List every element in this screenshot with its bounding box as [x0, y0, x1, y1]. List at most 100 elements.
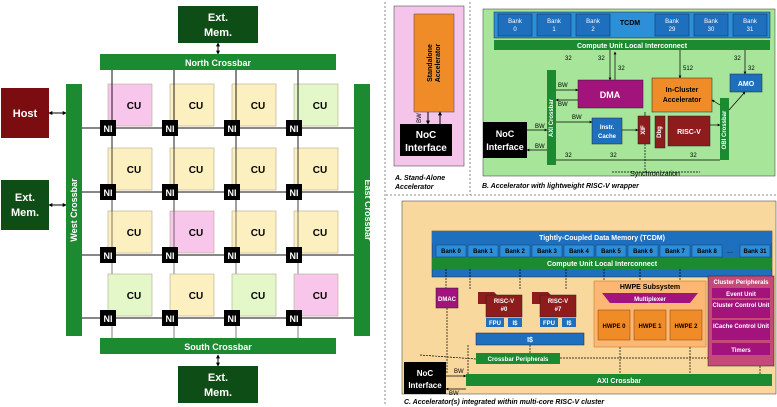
tcdm-bank-c-label: Bank 31: [743, 249, 767, 255]
tcdm-bank-c: [595, 244, 627, 258]
cu-box: [293, 210, 339, 254]
east-crossbar: [354, 84, 370, 336]
c-bw-1: BW: [454, 369, 464, 375]
ni-box: [286, 247, 302, 263]
ext-mem-top-box: [178, 6, 258, 43]
cu-label: CU: [189, 291, 203, 302]
riscv-0: [485, 294, 523, 318]
periph-timers: Timers: [731, 348, 751, 354]
tcdm-bank-b-label: Bank: [704, 19, 719, 25]
ext-mem-bottom-line1: Ext.: [208, 372, 228, 384]
tcdm-bank-b-label: Bank: [547, 19, 562, 25]
riscv-b-label: RISC-V: [677, 129, 701, 136]
cu-box: [107, 147, 153, 191]
south-crossbar: [100, 338, 336, 354]
tcdm-bank-c-label: Bank 0: [441, 249, 461, 255]
ext-mem-left-line1: Ext.: [15, 192, 35, 204]
b-w32-6: 32: [565, 153, 572, 159]
tcdm-bank-c: [659, 244, 691, 258]
axi-b-label: AXI Crossbar: [549, 98, 555, 137]
icache-0: [508, 318, 522, 327]
ni-box: [100, 247, 116, 263]
north-crossbar: [100, 54, 336, 70]
b-bw-4: BW: [535, 124, 545, 130]
cu-box: [231, 210, 277, 254]
cu-label: CU: [127, 165, 141, 176]
cu-box: [293, 83, 339, 127]
b-w32-3: 32: [734, 56, 741, 62]
tcdm-bank-c-label: Bank 1: [473, 249, 493, 255]
south-crossbar-label: South Crossbar: [184, 342, 252, 352]
obi-label: OBI Crossbar: [722, 110, 728, 149]
fpu-7: [540, 318, 558, 327]
is7-label: I$: [566, 321, 572, 327]
dbg-block: [654, 115, 666, 149]
b-bw-3: BW: [572, 115, 582, 121]
cu-label: CU: [251, 101, 265, 112]
b-bw-1: BW: [558, 83, 568, 89]
instr-cache: [591, 117, 623, 145]
ni-box: [224, 310, 240, 326]
b-w32-5: 32: [565, 56, 572, 62]
tcdm-bank-c-label: Bank 5: [601, 249, 621, 255]
panel-a-bw: BW: [417, 113, 423, 123]
hwpe-block: [669, 309, 703, 341]
noc-interface-c: [404, 362, 446, 394]
tcdm-c-title: Tightly-Coupled Data Memory (TCDM): [539, 235, 665, 242]
noc-c-line2: Interface: [408, 381, 442, 390]
ext-mem-top-line2: Mem.: [204, 27, 232, 39]
b-w32-1: 32: [598, 56, 605, 62]
west-crossbar: [66, 84, 82, 336]
incluster-line2: Accelerator: [663, 97, 702, 104]
tcdm-bank-c: [627, 244, 659, 258]
ni-label: NI: [290, 314, 299, 324]
dbg-label: Dbg: [657, 126, 663, 138]
ext-mem-bottom-line2: Mem.: [204, 387, 232, 399]
accel-line1: Standalone: [427, 44, 434, 82]
dma-block: [577, 79, 644, 109]
ext-mem-top-line1: Ext.: [208, 12, 228, 24]
cu-label: CU: [189, 101, 203, 112]
cu-label: CU: [127, 228, 141, 239]
xif-label: XIF: [641, 125, 647, 135]
tcdm-bank-c: [435, 244, 467, 258]
hwpe-block: [633, 309, 667, 341]
hwpe-label: HWPE 0: [602, 324, 626, 330]
caption-b: B. Accelerator with lightweight RISC-V w…: [482, 183, 640, 190]
cu-box: [231, 147, 277, 191]
b-w512: 512: [683, 66, 694, 72]
b-bw-2: BW: [558, 102, 568, 108]
tcdm-bank-c: [739, 244, 771, 258]
tcdm-bank-b-label: 31: [747, 27, 754, 33]
north-crossbar-label: North Crossbar: [185, 58, 252, 68]
ni-label: NI: [166, 251, 175, 261]
tcdm-bank-c-label: Bank 4: [569, 249, 589, 255]
periph-cluster-control: Cluster Control Unit: [713, 303, 770, 309]
tcdm-bank-b-label: 2: [591, 27, 595, 33]
tcdm-bank-b-label: Bank: [586, 19, 601, 25]
caption-a-line2: Accelerator: [394, 184, 435, 191]
hwpe-label: HWPE 2: [674, 324, 698, 330]
tcdm-bank-b-label: Bank: [665, 19, 680, 25]
b-w32-2: 32: [618, 66, 625, 72]
ni-label: NI: [104, 188, 113, 198]
axi-crossbar-c: [466, 374, 772, 386]
interconnect-b: [494, 40, 770, 50]
cu-label: CU: [251, 165, 265, 176]
ni-label: NI: [228, 314, 237, 324]
cu-box: [293, 273, 339, 317]
cu-box: [107, 273, 153, 317]
riscv0-line2: #0: [501, 307, 508, 313]
dma-label: DMA: [600, 90, 621, 100]
host-label: Host: [13, 108, 38, 120]
ni-box: [224, 120, 240, 136]
noc-interface-b: [483, 122, 527, 158]
tcdm-bank-b: [732, 13, 768, 37]
noc-interface-a: [400, 124, 452, 156]
b-w32-8: 32: [690, 153, 697, 159]
tcdm-bank-b: [575, 13, 611, 37]
ni-box: [224, 247, 240, 263]
periph-title: Cluster Peripherals: [713, 280, 769, 286]
